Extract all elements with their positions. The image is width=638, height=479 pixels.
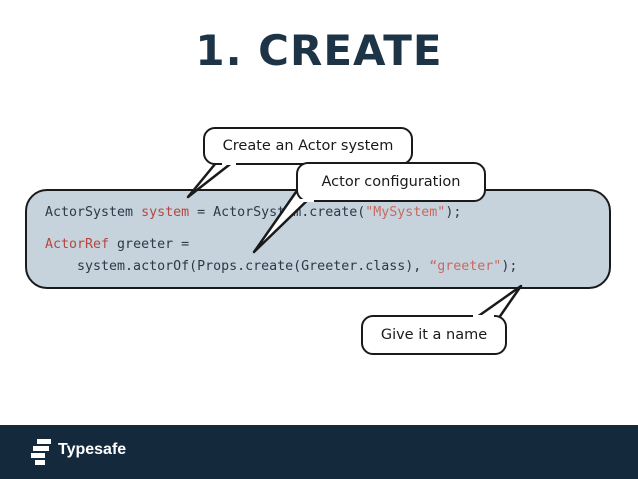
footer-bar: Typesafe	[0, 425, 638, 479]
slide-title: 1. CREATE	[195, 26, 443, 75]
callout-name-text: Give it a name	[380, 327, 488, 343]
code-string: "MySystem"	[365, 205, 446, 220]
code-variable: system	[141, 205, 190, 220]
code-type: ActorSystem	[45, 205, 134, 220]
code-end: );	[445, 205, 462, 220]
callout-name: Give it a name	[361, 315, 507, 355]
code-line-2: ActorRef greeter =	[45, 237, 189, 252]
callout-create-system-text: Create an Actor system	[222, 138, 394, 154]
code-end: );	[501, 259, 518, 274]
code-rest: greeter =	[109, 237, 190, 252]
typesafe-logo-icon	[31, 439, 51, 465]
code-call: system.actorOf(Props.create(Greeter.clas…	[45, 259, 430, 274]
callout-configuration: Actor configuration	[296, 162, 486, 202]
brand-name: Typesafe	[58, 441, 127, 458]
callout-create-system: Create an Actor system	[203, 127, 413, 165]
code-type: ActorRef	[45, 237, 110, 252]
callout-configuration-text: Actor configuration	[321, 174, 461, 190]
code-line-3: system.actorOf(Props.create(Greeter.clas…	[45, 259, 517, 274]
code-string: “greeter"	[429, 259, 502, 274]
